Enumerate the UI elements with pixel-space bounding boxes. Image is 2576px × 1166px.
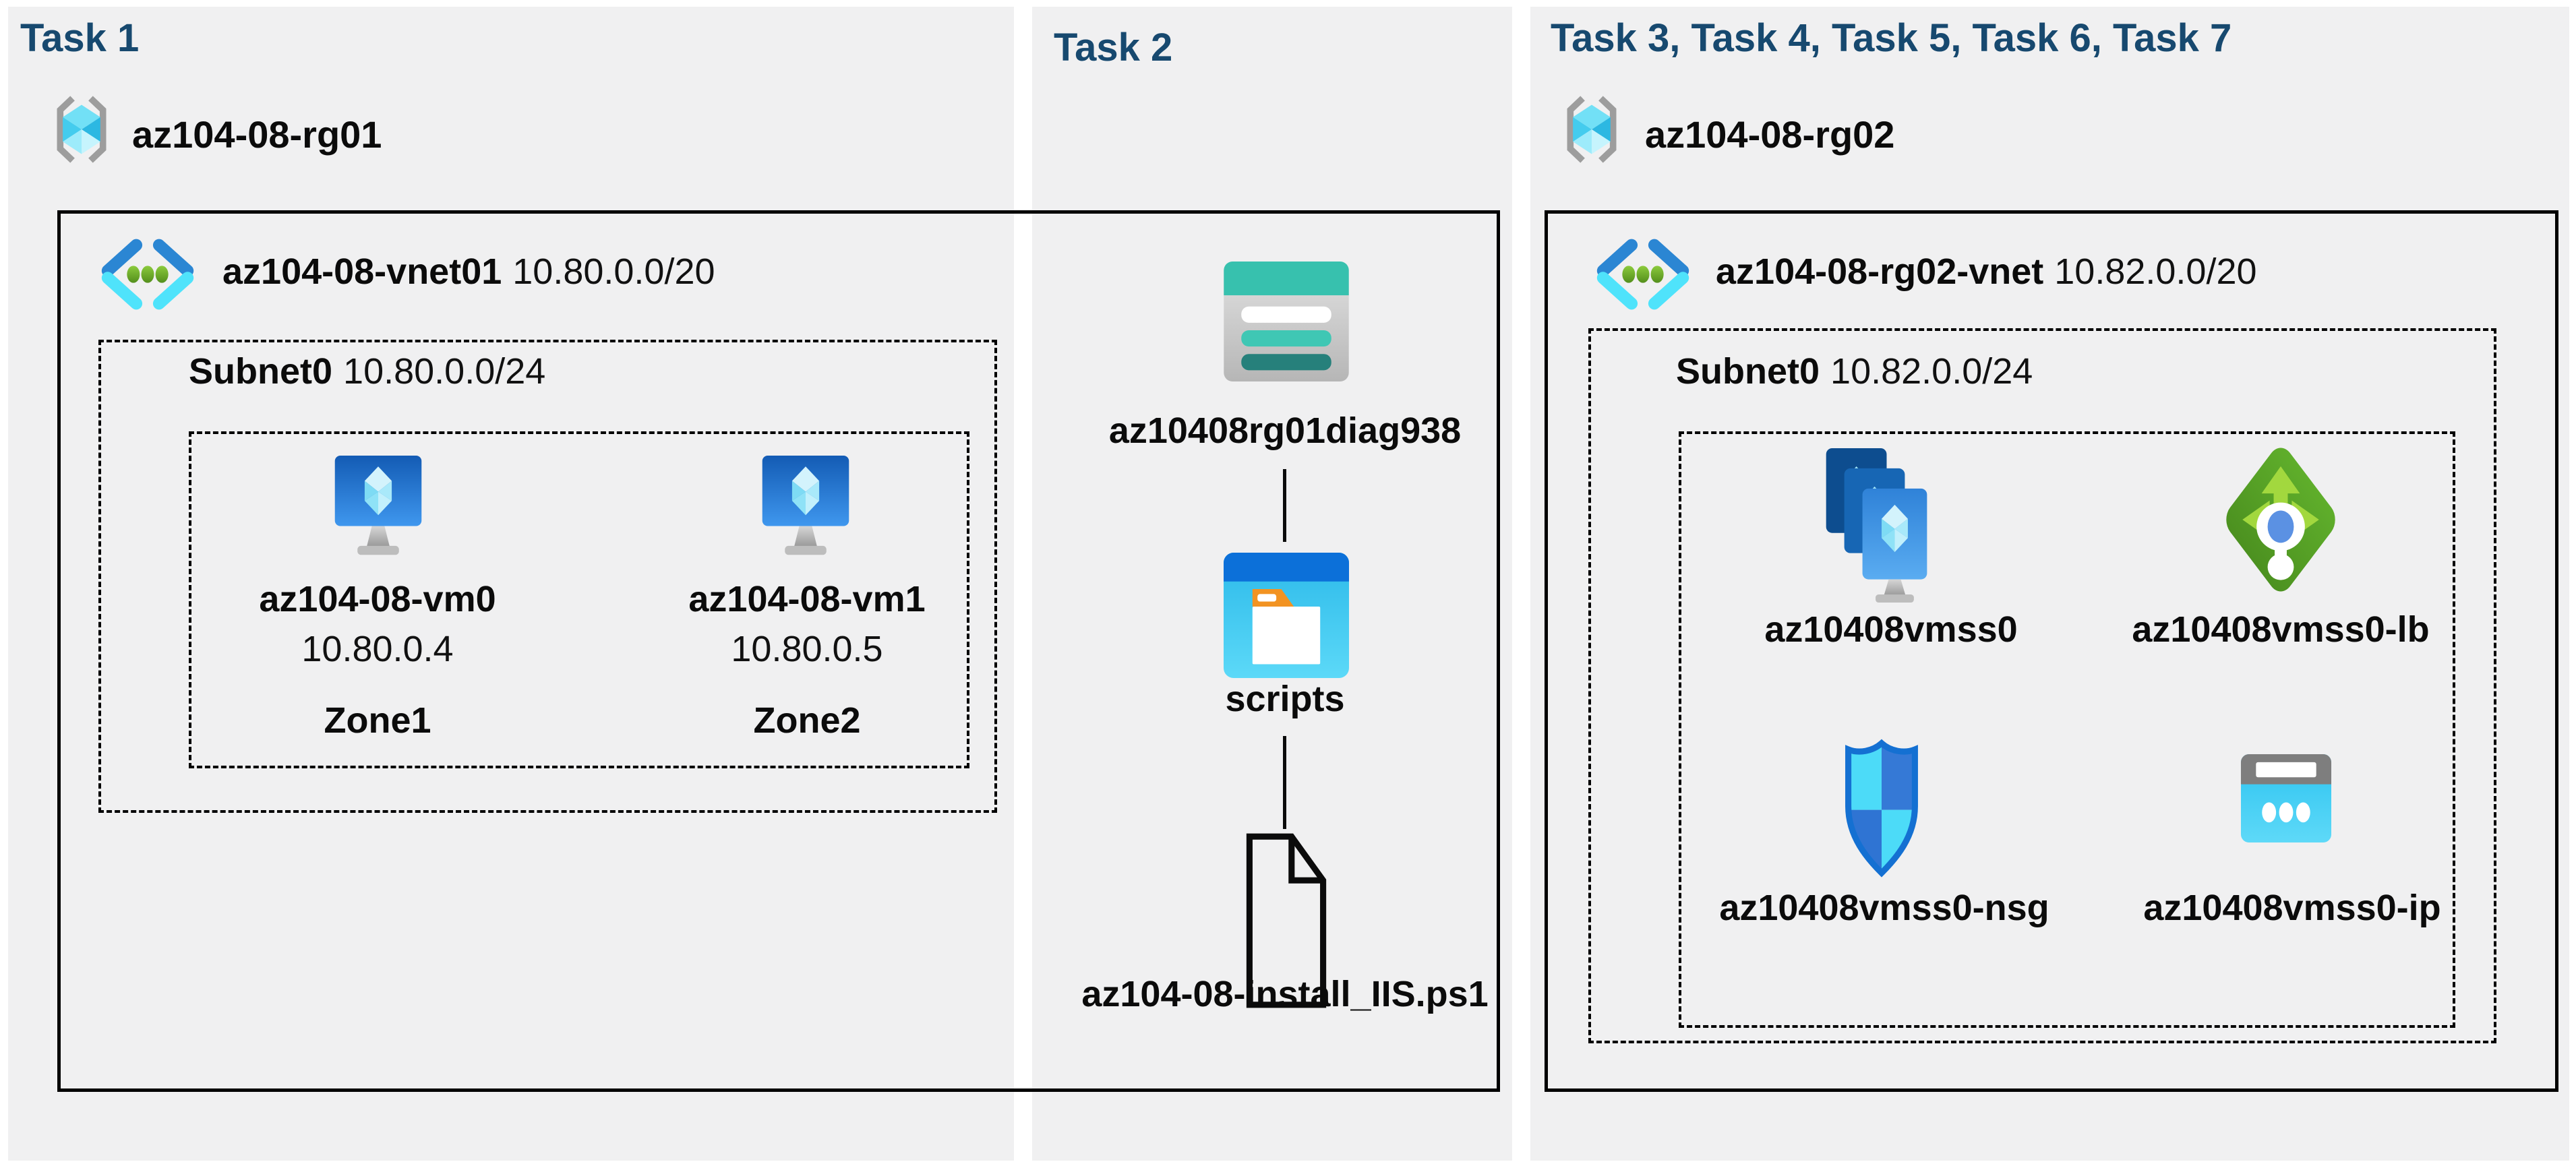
subnet1-outer-dashed-box — [98, 340, 997, 813]
subnet2-inner-dashed-box — [1679, 431, 2455, 1028]
lb-label: az10408vmss0-lb — [2132, 609, 2430, 650]
resource-group-icon — [1559, 90, 1624, 168]
vm-scale-set-icon — [1817, 448, 1950, 605]
network-security-group-icon — [1838, 738, 1925, 878]
storage-label: az10408rg01diag938 — [1108, 410, 1462, 451]
connector-scripts-file — [1283, 736, 1286, 829]
subnet1-inner-dashed-box — [189, 431, 969, 768]
vmss-label: az10408vmss0 — [1764, 609, 2018, 650]
script-file-label: az104-08-install_IIS.ps1 — [1081, 974, 1489, 1014]
task1-heading: Task 1 — [20, 16, 140, 60]
subnet1-cidr: 10.80.0.0/24 — [343, 351, 546, 392]
vm0-name: az104-08-vm0 — [259, 579, 496, 619]
vnet1-name: az104-08-vnet01 — [222, 251, 502, 292]
resource-group-icon — [49, 90, 114, 168]
storage-account-icon — [1224, 262, 1349, 381]
vnet2-boundary-box — [1545, 210, 2558, 1092]
load-balancer-icon — [2215, 438, 2347, 601]
subnet1-name: Subnet0 — [189, 351, 333, 392]
panel-task3 — [1530, 7, 2569, 1161]
vm0-ip: 10.80.0.4 — [301, 629, 454, 669]
public-ip-icon — [2236, 750, 2337, 845]
vnet2-cidr: 10.82.0.0/20 — [2054, 251, 2257, 292]
vm1-ip: 10.80.0.5 — [731, 629, 883, 669]
virtual-machine-icon — [333, 456, 423, 562]
subnet2-name: Subnet0 — [1676, 351, 1820, 392]
vm1-zone: Zone2 — [753, 700, 861, 741]
task3-heading: Task 3, Task 4, Task 5, Task 6, Task 7 — [1551, 16, 2232, 60]
virtual-network-icon — [1593, 239, 1693, 310]
nsg-label: az10408vmss0-nsg — [1719, 888, 2049, 928]
subnet2-cidr: 10.82.0.0/24 — [1830, 351, 2033, 392]
vnet1-cidr: 10.80.0.0/20 — [512, 251, 715, 292]
subnet2-outer-dashed-box — [1588, 328, 2496, 1043]
panel-task1 — [8, 7, 1014, 1161]
vm0-zone: Zone1 — [324, 700, 431, 741]
task2-heading: Task 2 — [1054, 26, 1173, 69]
vm1-name: az104-08-vm1 — [688, 579, 926, 619]
scripts-folder-icon — [1224, 553, 1349, 678]
vnet1-boundary-box — [57, 210, 1500, 1092]
virtual-network-icon — [98, 239, 198, 310]
scripts-label: scripts — [1225, 679, 1345, 719]
vnet2-name: az104-08-rg02-vnet — [1716, 251, 2044, 292]
virtual-machine-icon — [760, 456, 851, 562]
rg2-label: az104-08-rg02 — [1645, 113, 1895, 156]
rg1-label: az104-08-rg01 — [132, 113, 382, 156]
public-ip-label: az10408vmss0-ip — [2143, 888, 2441, 928]
connector-storage-scripts — [1283, 469, 1286, 542]
